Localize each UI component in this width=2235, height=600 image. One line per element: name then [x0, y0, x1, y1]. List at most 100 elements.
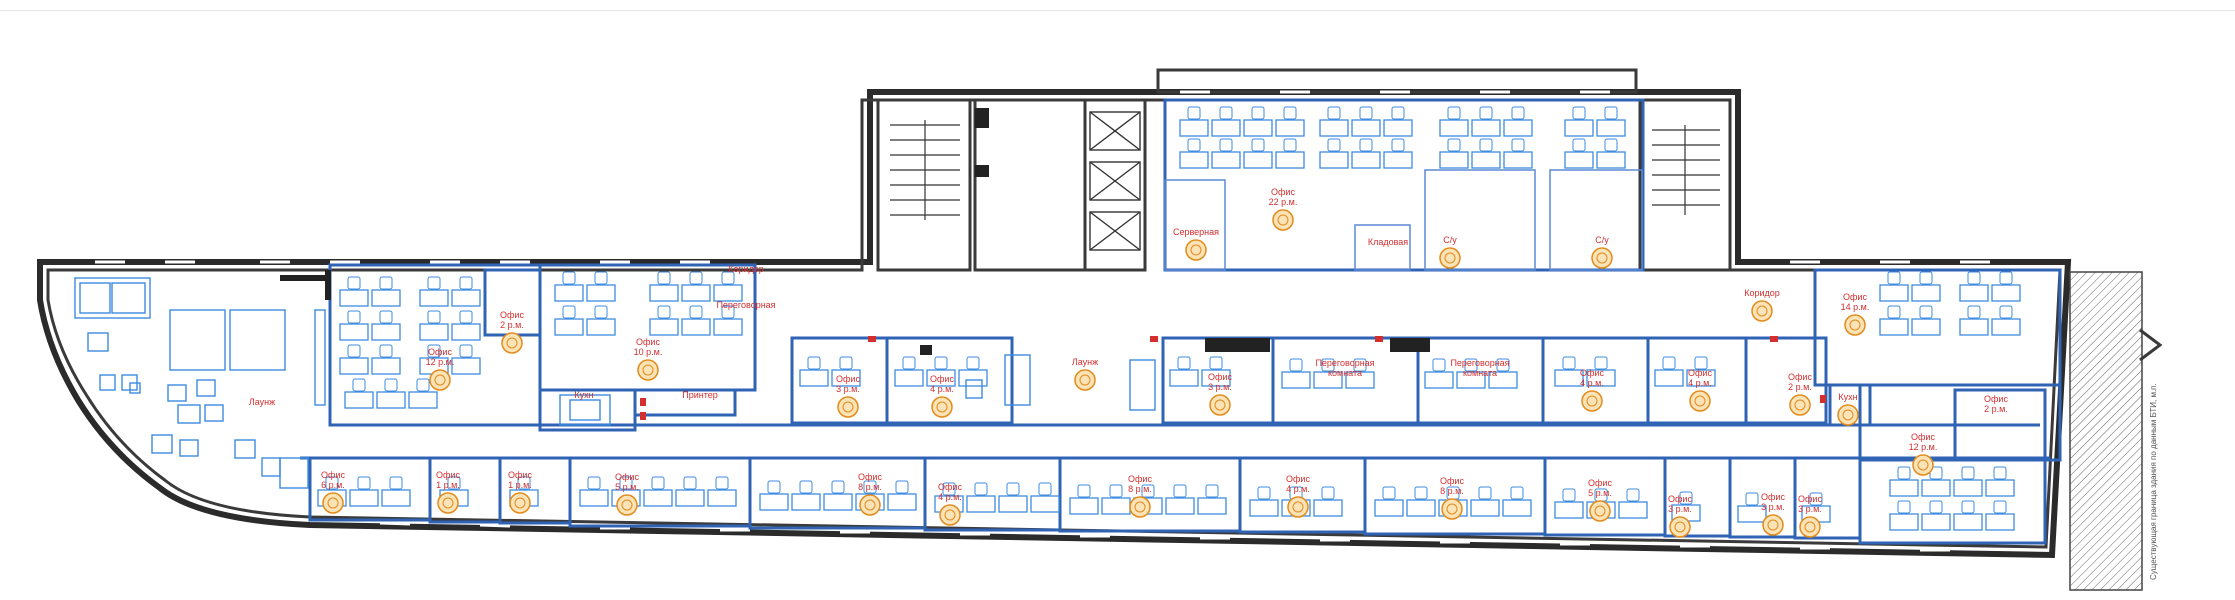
desk [1456, 371, 1486, 389]
room-badge-inner [642, 364, 654, 376]
room-label: Офис [1984, 394, 2008, 404]
desk [1243, 151, 1273, 169]
room-label: Офис [615, 472, 639, 482]
desk [823, 493, 853, 511]
room-badge-inner [1842, 409, 1854, 421]
chair [1496, 358, 1510, 372]
desk [1179, 151, 1209, 169]
chair [657, 271, 671, 285]
chair [1251, 138, 1265, 152]
chair [974, 482, 988, 496]
windows [95, 90, 1990, 552]
chair [1187, 138, 1201, 152]
desk [1275, 119, 1305, 137]
desk [1953, 479, 1983, 497]
chair [1562, 488, 1576, 502]
room-badge-inner [1767, 519, 1779, 531]
page-divider [0, 10, 2235, 11]
desk [1503, 151, 1533, 169]
desk [1586, 369, 1616, 387]
desk [408, 391, 438, 409]
room-badge-icon [1074, 369, 1096, 391]
chair [1257, 486, 1271, 500]
chair [1283, 138, 1297, 152]
chair [379, 344, 393, 358]
room-badge-inner [434, 374, 446, 386]
room-label: Офис [636, 337, 660, 347]
chair [1993, 500, 2007, 514]
chair [863, 480, 877, 494]
desk [1275, 151, 1305, 169]
room-badge-icon [501, 332, 523, 354]
chair [1478, 486, 1492, 500]
desk [707, 489, 737, 507]
chair [1919, 305, 1933, 319]
room-seats: 3 р.м. [1668, 504, 1692, 514]
chair [379, 310, 393, 324]
room-badge-icon [931, 396, 953, 418]
desk [1211, 151, 1241, 169]
desk [1243, 119, 1273, 137]
desk [371, 289, 401, 307]
lounge-furniture [74, 277, 1156, 489]
room-label: Офис [1668, 494, 1692, 504]
desk [1351, 151, 1381, 169]
chair [1209, 356, 1223, 370]
chair [1141, 484, 1155, 498]
chair [715, 476, 729, 490]
chair [357, 476, 371, 490]
desk [1953, 513, 1983, 531]
chair [1414, 486, 1428, 500]
room-badge-icon [1441, 498, 1463, 520]
room-seats: 3 р.м. [1208, 382, 1232, 392]
desk [1383, 151, 1413, 169]
desk [1313, 499, 1343, 517]
chair [1562, 356, 1576, 370]
chair [619, 476, 633, 490]
room-badge-inner [1190, 244, 1202, 256]
chair [459, 344, 473, 358]
room-badge-inner [864, 499, 876, 511]
chair [799, 480, 813, 494]
desk [759, 493, 789, 511]
desk [554, 284, 584, 302]
desk [1985, 479, 2015, 497]
chair [1999, 271, 2013, 285]
room-seats: 12 р.м. [1909, 442, 1938, 452]
desk [1889, 479, 1919, 497]
desk [1424, 371, 1454, 389]
room-badge-inner [1794, 399, 1806, 411]
desk [1503, 119, 1533, 137]
chair [1929, 500, 1943, 514]
desk [371, 357, 401, 375]
room-badge-icon [616, 494, 638, 516]
stair-right [1638, 98, 1732, 272]
room-lounge-left: Лаунж [249, 397, 275, 407]
room-label: Офис [1588, 478, 1612, 488]
desk [1197, 497, 1227, 515]
desk [1959, 318, 1989, 336]
room-seats: 14 р.м. [1841, 302, 1870, 312]
desk [681, 318, 711, 336]
chair [1447, 106, 1461, 120]
room-badge-icon [1912, 454, 1934, 476]
room-badge-icon [1589, 500, 1611, 522]
elevator-shafts [973, 98, 1147, 272]
desk [1201, 369, 1231, 387]
desk [1488, 371, 1518, 389]
room-badge-inner [514, 497, 526, 509]
desk [681, 284, 711, 302]
chair [902, 356, 916, 370]
desk [381, 489, 411, 507]
chair [459, 276, 473, 290]
room-badge-icon [1844, 314, 1866, 336]
room-badge-icon [1789, 394, 1811, 416]
